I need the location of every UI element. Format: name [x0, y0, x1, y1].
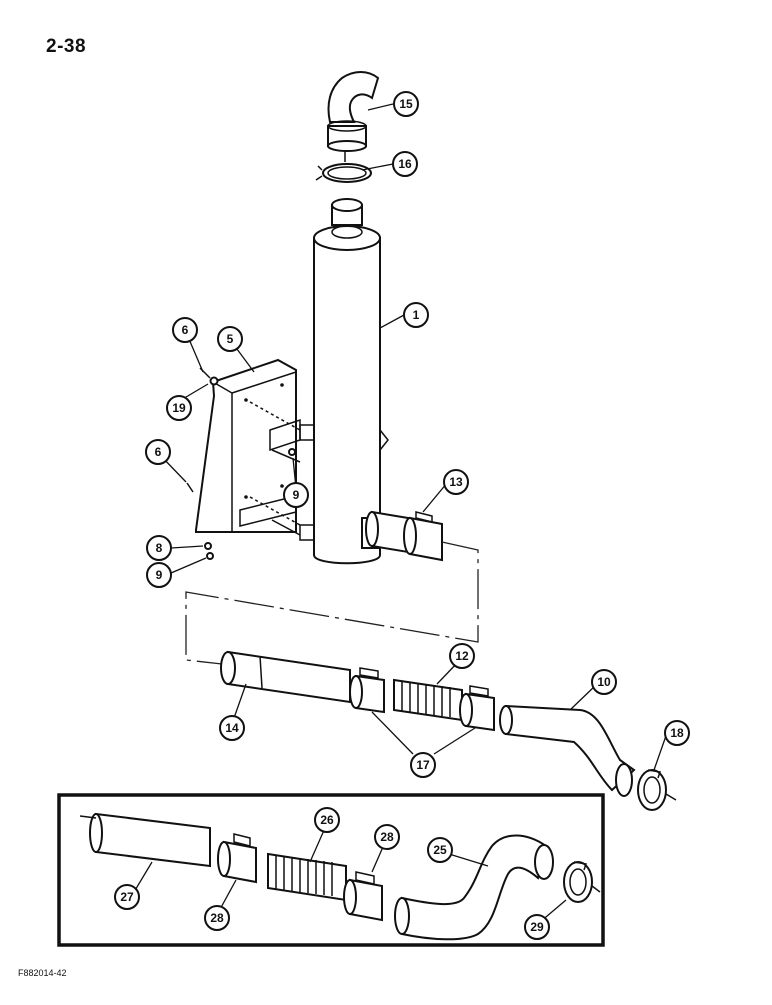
- callout-29: 29: [524, 914, 550, 940]
- callout-16: 16: [392, 151, 418, 177]
- exhaust-elbow-cap: [327, 71, 380, 152]
- callout-6-lower: 6: [145, 439, 171, 465]
- muffler-body: [299, 198, 389, 565]
- callout-5: 5: [217, 326, 243, 352]
- svg-text:8: 8: [156, 541, 163, 555]
- callout-17: 17: [410, 752, 436, 778]
- callout-9-upper: 9: [283, 482, 309, 508]
- curved-exhaust-pipe: [499, 704, 636, 797]
- svg-text:17: 17: [416, 758, 430, 772]
- page-number: 2-38: [46, 36, 87, 57]
- callout-13: 13: [443, 469, 469, 495]
- outlet-sleeve-and-clamp: [365, 510, 443, 562]
- svg-text:19: 19: [172, 401, 186, 415]
- end-clamp: [637, 769, 677, 811]
- svg-text:28: 28: [210, 911, 224, 925]
- svg-text:16: 16: [398, 157, 412, 171]
- callout-14: 14: [219, 715, 245, 741]
- svg-text:10: 10: [597, 675, 611, 689]
- svg-text:1: 1: [413, 308, 420, 322]
- svg-text:14: 14: [225, 721, 239, 735]
- callout-27: 27: [114, 884, 140, 910]
- svg-text:27: 27: [120, 890, 134, 904]
- alternate-kit-inset-frame: [57, 793, 605, 947]
- callout-9-lower: 9: [146, 562, 172, 588]
- callout-12: 12: [449, 643, 475, 669]
- svg-text:9: 9: [293, 488, 300, 502]
- inset-alternate-components: [79, 812, 601, 941]
- callout-10: 10: [591, 669, 617, 695]
- muffler-mounting-bracket: [195, 358, 301, 536]
- svg-text:12: 12: [455, 649, 469, 663]
- svg-text:9: 9: [156, 568, 163, 582]
- callout-28-lower: 28: [204, 905, 230, 931]
- flex-hose-assembly: [349, 667, 495, 732]
- svg-text:25: 25: [433, 843, 447, 857]
- phantom-connection-lines: [185, 541, 479, 665]
- svg-text:15: 15: [399, 97, 413, 111]
- svg-text:5: 5: [227, 332, 234, 346]
- svg-text:13: 13: [449, 475, 463, 489]
- callout-15: 15: [393, 91, 419, 117]
- callout-8: 8: [146, 535, 172, 561]
- callout-28-upper: 28: [374, 824, 400, 850]
- svg-text:18: 18: [670, 726, 684, 740]
- svg-text:26: 26: [320, 813, 334, 827]
- callout-25: 25: [427, 837, 453, 863]
- svg-text:29: 29: [530, 920, 544, 934]
- figure-code: F882014-42: [18, 968, 67, 978]
- svg-text:6: 6: [155, 445, 162, 459]
- callout-18: 18: [664, 720, 690, 746]
- callout-1: 1: [403, 302, 429, 328]
- svg-text:28: 28: [380, 830, 394, 844]
- svg-text:6: 6: [182, 323, 189, 337]
- callout-26: 26: [314, 807, 340, 833]
- callout-6-upper: 6: [172, 317, 198, 343]
- straight-exhaust-pipe: [220, 650, 351, 704]
- callout-19: 19: [166, 395, 192, 421]
- top-band-clamp: [315, 150, 372, 183]
